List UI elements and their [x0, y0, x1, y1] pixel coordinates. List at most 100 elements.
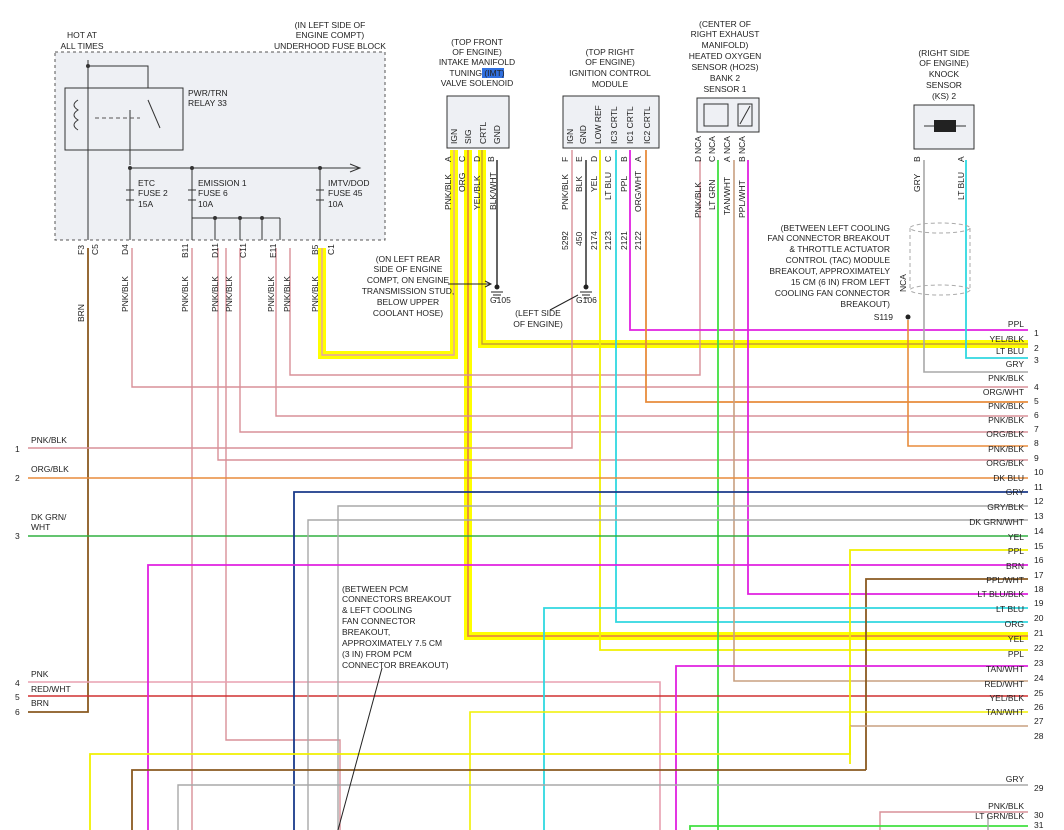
- imt-valve-solenoid: (TOP FRONT OF ENGINE) INTAKE MANIFOLD TU…: [439, 37, 515, 210]
- wire-brn-bottom: [131, 769, 866, 830]
- wire-label-e11b: PNK/BLK: [282, 276, 292, 312]
- imt-title-1: (TOP FRONT: [451, 37, 503, 47]
- wire-brn-17: [865, 578, 1028, 770]
- right-wire-label: YEL/BLK: [990, 334, 1025, 344]
- wire-brn-fuse: [28, 248, 89, 713]
- wire-ppl-icm: [629, 150, 1028, 331]
- right-wire-label: YEL/BLK: [990, 693, 1025, 703]
- left-wire-3-num: 3: [15, 531, 20, 541]
- wire-pnkblk-imt: [321, 150, 455, 356]
- right-wire-number: 12: [1034, 496, 1044, 506]
- right-wire-label: PPL: [1008, 319, 1024, 329]
- ks-shield: [909, 228, 971, 290]
- right-wire-label: PNK/BLK: [988, 801, 1024, 811]
- right-wire-label: GRY: [1006, 487, 1025, 497]
- right-wire-label: DK BLU: [993, 473, 1024, 483]
- s119-note-1: (BETWEEN LEFT COOLING: [781, 223, 890, 233]
- right-wire-number: 24: [1034, 673, 1044, 683]
- right-wire-number: 15: [1034, 541, 1044, 551]
- ho2s-title-7: SENSOR 1: [704, 84, 747, 94]
- s119-note-8: BREAKOUT): [840, 299, 890, 309]
- right-wire-number: 30: [1034, 810, 1044, 820]
- g105-note-5: BELOW UPPER: [377, 297, 439, 307]
- ground-g105: G105 (ON LEFT REAR SIDE OF ENGINE COMPT,…: [362, 160, 511, 318]
- ho2s-letter-a: A: [722, 156, 732, 162]
- left-wire-labels: PNK/BLK 1 ORG/BLK 2 DK GRN/ WHT 3 PNK 4 …: [15, 435, 71, 717]
- ho2s-title-4: HEATED OXYGEN: [689, 51, 762, 61]
- pin-d11: D11: [210, 243, 220, 258]
- relay-switch-icon: [87, 90, 161, 150]
- ho2s-wire-ltgrn: LT GRN: [707, 180, 717, 210]
- right-wire-label: BRN: [1006, 561, 1024, 571]
- right-wire-label: GRY: [1006, 359, 1025, 369]
- wire-pnkblk-e11: [275, 248, 1028, 417]
- wire-gry-12: [337, 505, 1028, 830]
- wire-ltblu-icm: [615, 150, 1028, 623]
- pcm-breakout-note: (BETWEEN PCM CONNECTORS BREAKOUT & LEFT …: [337, 584, 451, 830]
- right-wire-number: 4: [1034, 382, 1039, 392]
- left-wire-3-label-a: DK GRN/: [31, 512, 67, 522]
- ks-crystal-icon: [934, 120, 956, 132]
- right-wire-label: PPL/WHT: [986, 575, 1024, 585]
- right-wire-label: LT BLU/BLK: [978, 589, 1025, 599]
- ho2s-wire-tanwht: TAN/WHT: [722, 177, 732, 215]
- ho2s-letter-b: B: [737, 156, 747, 162]
- imt-letter-d: D: [472, 156, 482, 162]
- right-wire-label: PNK/BLK: [988, 401, 1024, 411]
- s119-note-7: COOLING FAN CONNECTOR: [775, 288, 890, 298]
- wire-label-b5: PNK/BLK: [310, 276, 320, 312]
- s119-note-3: & THROTTLE ACTUATOR: [789, 244, 890, 254]
- wire-label-b11: PNK/BLK: [180, 276, 190, 312]
- pcm-note-6: APPROXIMATELY 7.5 CM: [342, 638, 442, 648]
- right-wire-number: 31: [1034, 820, 1044, 830]
- etc-fuse-name: ETC: [138, 178, 155, 188]
- s119-label: S119: [874, 312, 893, 322]
- s119-note-5: BREAKOUT, APPROXIMATELY: [769, 266, 890, 276]
- right-wire-number: 17: [1034, 570, 1044, 580]
- right-wire-number: 29: [1034, 783, 1044, 793]
- right-wire-label: GRY: [1006, 774, 1025, 784]
- wire-yel-15: [849, 549, 1028, 764]
- right-wire-label: ORG: [1005, 619, 1024, 629]
- right-wire-number: 19: [1034, 598, 1044, 608]
- imt-connector-box: [446, 95, 510, 149]
- s119-note-2: FAN CONNECTOR BREAKOUT: [767, 233, 890, 243]
- wire-layer: [28, 150, 1028, 830]
- fuse-block-location-1: (IN LEFT SIDE OF: [295, 20, 366, 30]
- icm-pin-ic1: IC1 CRTL: [625, 106, 635, 144]
- wire-yel-bottom: [89, 726, 851, 830]
- pin-b11: B11: [180, 243, 190, 258]
- imt-pin-crtl: CRTL: [478, 122, 488, 144]
- left-wire-4-num: 4: [15, 678, 20, 688]
- wire-orgwht-icm: [645, 150, 1028, 403]
- wire-yel-icm: [599, 150, 1028, 651]
- icm-connector-box: [562, 95, 660, 149]
- right-wire-number: 21: [1034, 628, 1044, 638]
- right-wire-label: ORG/WHT: [983, 387, 1024, 397]
- ho2s-pin-1: NCA: [693, 136, 703, 154]
- wire-pnk-left: [28, 681, 661, 830]
- knock-sensor: (RIGHT SIDE OF ENGINE) KNOCK SENSOR (KS)…: [767, 48, 975, 322]
- wire-yelblk-26: [469, 711, 1028, 830]
- right-wire-number: 20: [1034, 613, 1044, 623]
- wire-orgblk-s119: [907, 320, 1028, 447]
- wire-pnkblk-d11: [217, 248, 1028, 461]
- right-wire-label: YEL: [1008, 634, 1024, 644]
- fuse-block-outline: [54, 51, 386, 241]
- imt-title-2: OF ENGINE): [452, 47, 502, 57]
- right-wire-number: 18: [1034, 584, 1044, 594]
- g106-note-1: (LEFT SIDE: [515, 308, 561, 318]
- imt-letter-a: A: [443, 156, 453, 162]
- imt-title-4: TUNING (IMT): [449, 68, 504, 78]
- emission-fuse-number: FUSE 6: [198, 188, 228, 198]
- icm-wire-pnkblk: PNK/BLK: [560, 174, 570, 210]
- right-wire-label: GRY/BLK: [987, 502, 1024, 512]
- ks-title-2: OF ENGINE): [919, 58, 969, 68]
- right-wire-number: 1: [1034, 328, 1039, 338]
- left-wire-5-num: 5: [15, 692, 20, 702]
- left-wire-2-num: 2: [15, 473, 20, 483]
- ho2s-pin-4: NCA: [737, 136, 747, 154]
- left-wire-2-label: ORG/BLK: [31, 464, 69, 474]
- ks-letter-b: B: [912, 156, 922, 162]
